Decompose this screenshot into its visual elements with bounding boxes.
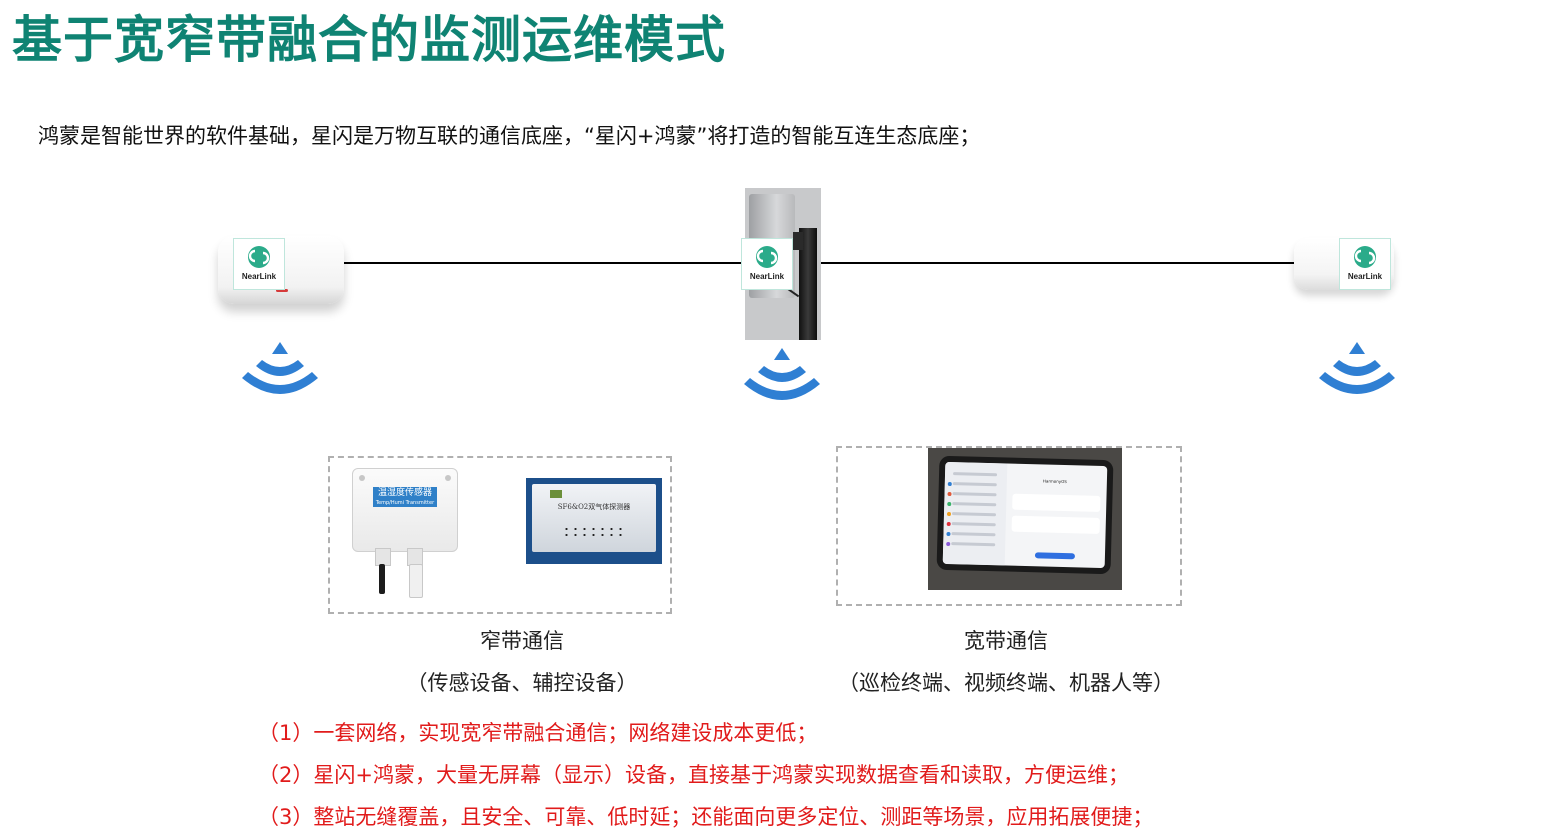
logo-text: NearLink — [241, 272, 277, 281]
update-button — [1034, 552, 1076, 560]
page-title: 基于宽窄带融合的监测运维模式 — [12, 11, 726, 69]
temp-humidity-sensor: 温湿度传感器 Temp/Humi Transmitter — [352, 468, 458, 598]
menu-dot — [947, 491, 952, 497]
tablet-photo: HarmonyOS — [928, 448, 1122, 590]
menu-row — [951, 542, 996, 547]
info-card — [1012, 493, 1101, 512]
detector-badge — [550, 490, 562, 498]
screw — [445, 475, 451, 481]
point-3: （3）整站无缝覆盖，且安全、可靠、低时延；还能面向更多定位、测距等场景，应用拓展… — [258, 805, 1154, 829]
gas-detector-face: SF6&O2双气体探测器 — [532, 484, 656, 552]
tablet-screen: HarmonyOS — [942, 461, 1108, 569]
logo-text: NearLink — [749, 272, 785, 281]
bracket — [793, 232, 803, 250]
sensor-wire — [379, 564, 385, 594]
link-line-right — [820, 262, 1308, 264]
menu-row — [952, 502, 997, 507]
menu-row — [951, 512, 997, 517]
narrowband-caption: 窄带通信 （传感设备、辅控设备） — [372, 626, 672, 698]
gas-detector-label: SF6&O2双气体探测器 — [557, 503, 631, 511]
gas-detector: SF6&O2双气体探测器 — [526, 478, 662, 564]
status-led — [276, 289, 288, 292]
link-line-left — [322, 262, 746, 264]
nearlink-icon — [248, 246, 270, 268]
tablet-os-label: HarmonyOS — [1042, 478, 1067, 485]
mounting-pole — [799, 228, 817, 340]
menu-dot — [946, 521, 951, 527]
menu-row — [951, 522, 996, 527]
menu-dot — [946, 531, 951, 537]
point-2: （2）星闪+鸿蒙，大量无屏幕（显示）设备，直接基于鸿蒙实现数据查看和读取，方便运… — [258, 763, 1129, 787]
menu-dot — [947, 481, 952, 487]
intro-text: 鸿蒙是智能世界的软件基础，星闪是万物互联的通信底座，“星闪+鸿蒙”将打造的智能互… — [38, 124, 981, 148]
broadband-caption: 宽带通信 （巡检终端、视频终端、机器人等） — [806, 626, 1206, 698]
sensor-probe — [409, 564, 423, 598]
info-card — [1011, 515, 1100, 534]
sensor-label: 温湿度传感器 Temp/Humi Transmitter — [373, 487, 437, 507]
broadband-subtitle: （巡检终端、视频终端、机器人等） — [838, 671, 1174, 695]
point-1: （1）一套网络，实现宽窄带融合通信；网络建设成本更低； — [258, 721, 818, 745]
wifi-signal-icon-right — [1319, 342, 1395, 394]
wifi-signal-icon-center — [744, 348, 820, 400]
menu-dot — [946, 511, 952, 517]
menu-dot — [946, 541, 951, 547]
wifi-signal-icon-left — [242, 342, 318, 394]
nearlink-logo-right: NearLink — [1339, 238, 1391, 290]
sensor-sublabel: Temp/Humi Transmitter — [375, 500, 435, 506]
broadband-title: 宽带通信 — [964, 629, 1048, 653]
broadband-device-box: HarmonyOS — [836, 446, 1182, 606]
tablet-frame: HarmonyOS — [936, 455, 1114, 575]
nearlink-icon — [756, 246, 778, 268]
menu-row — [952, 492, 997, 497]
detector-vents — [562, 526, 628, 540]
logo-text: NearLink — [1347, 272, 1383, 281]
sensor-label-text: 温湿度传感器 — [377, 488, 432, 498]
narrowband-title: 窄带通信 — [480, 629, 564, 653]
screw — [359, 475, 365, 481]
nearlink-icon — [1354, 246, 1376, 268]
nearlink-logo-left: NearLink — [233, 238, 285, 290]
menu-row — [952, 482, 997, 487]
menu-row — [951, 532, 996, 537]
narrowband-subtitle: （传感设备、辅控设备） — [406, 671, 638, 695]
sensor-body: 温湿度传感器 Temp/Humi Transmitter — [352, 468, 458, 552]
settings-sidebar — [942, 461, 1008, 566]
narrowband-device-box: 温湿度传感器 Temp/Humi Transmitter SF6&O2双气体探测… — [328, 456, 672, 614]
menu-dot — [947, 501, 952, 507]
menu-row — [953, 472, 998, 477]
nearlink-logo-center: NearLink — [741, 238, 793, 290]
